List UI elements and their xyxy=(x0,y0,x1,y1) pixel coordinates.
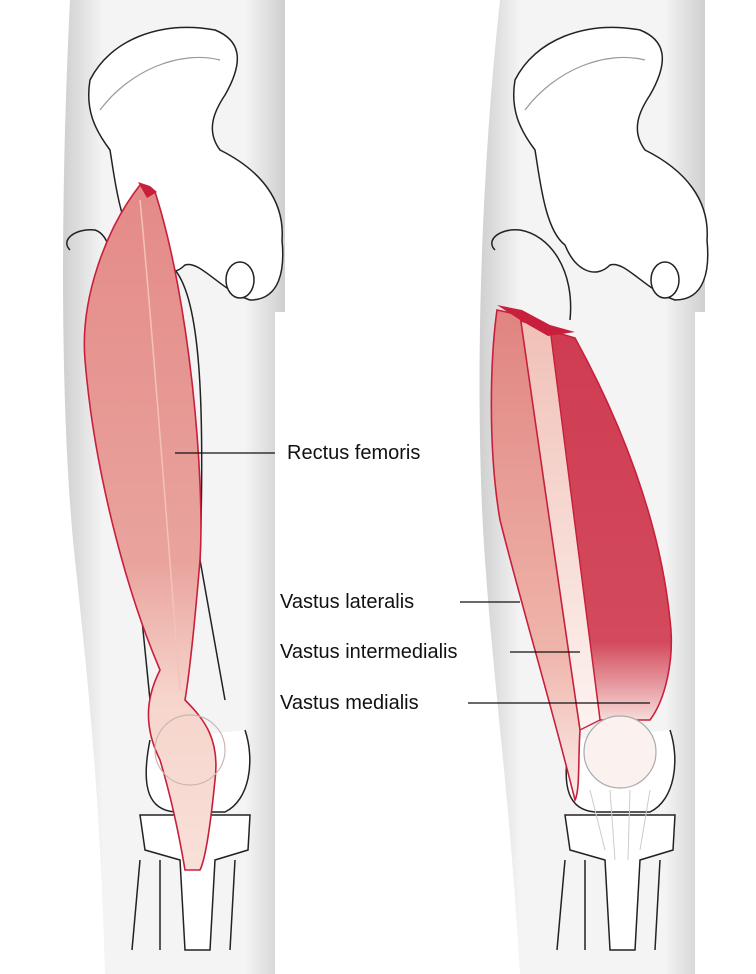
label-rectus-femoris: Rectus femoris xyxy=(287,442,421,464)
label-vastus-lateralis: Vastus lateralis xyxy=(280,591,415,613)
right-pelvis xyxy=(513,26,709,301)
rectus-femoris-muscle xyxy=(83,184,217,871)
label-vastus-intermedialis: Vastus intermedialis xyxy=(280,641,458,663)
right-leg xyxy=(479,0,715,974)
label-vastus-medialis: Vastus medialis xyxy=(280,692,419,714)
vastus-lateralis-muscle xyxy=(490,309,581,803)
left-leg xyxy=(63,0,295,974)
